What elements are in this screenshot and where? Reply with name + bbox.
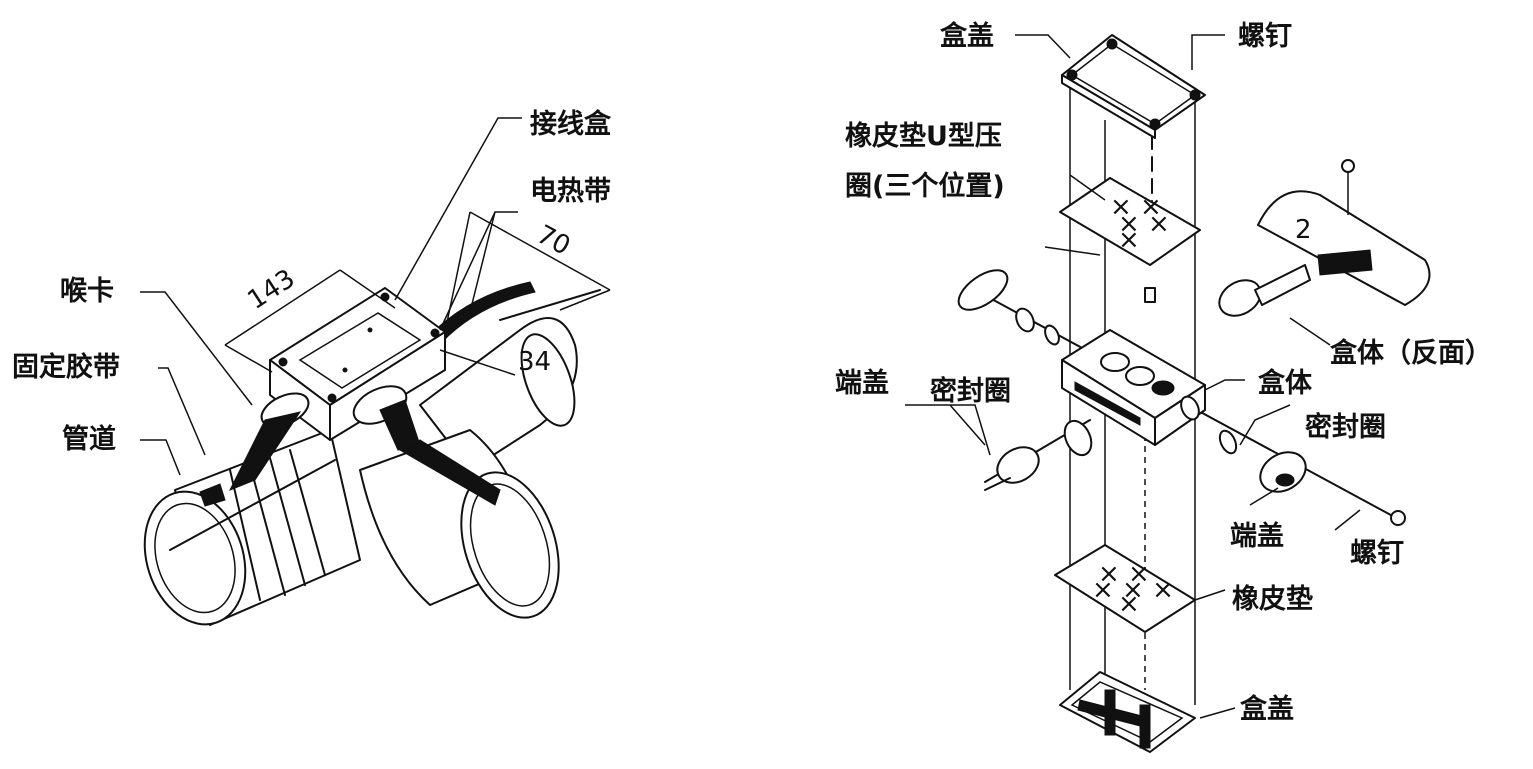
pipe-back: [419, 289, 601, 471]
rubber-pad-u-clamp: × × × × ×: [1059, 177, 1201, 303]
left-installation-figure: 143 70 34 接线盒 电热带 喉卡 固定胶带 管道: [12, 108, 612, 626]
label-clamp: 喉卡: [60, 276, 114, 307]
svg-text:× × ×: × × ×: [1092, 575, 1174, 605]
label-heating-tape: 电热带: [530, 176, 611, 207]
label-fixing-tape: 固定胶带: [12, 351, 120, 383]
dim-height: 34: [518, 347, 551, 377]
label-seal-ring-right: 密封圈: [1305, 411, 1386, 443]
label-screw-top: 螺钉: [1238, 21, 1292, 52]
pipe-left: [143, 429, 361, 626]
left-leader-lines: [140, 117, 522, 476]
label-screw-bottom: 螺钉: [1350, 538, 1404, 569]
label-rubber-pad: 橡皮垫: [1232, 583, 1313, 615]
bottom-box-cover: [1059, 671, 1196, 753]
left-bottom-end-cap: [984, 419, 1093, 491]
pipe-right: [359, 429, 560, 619]
heating-tape: [429, 281, 536, 343]
label-box-body: 盒体: [1258, 367, 1313, 399]
label-pipe: 管道: [62, 423, 116, 455]
label-end-cap-right: 端盖: [1230, 521, 1284, 552]
box-body-back: 2: [1218, 159, 1431, 317]
label-box-body-back: 盒体（反面）: [1330, 337, 1492, 369]
dim-length: 143: [242, 264, 300, 316]
top-box-cover: [1061, 34, 1206, 139]
label-rubber-pad-u-clamp-1: 橡皮垫U型压: [845, 120, 1002, 152]
svg-text:2: 2: [1295, 215, 1312, 245]
fixing-tape-line: [169, 459, 336, 551]
box-body: [1061, 329, 1206, 446]
dimension-lines: [224, 211, 611, 376]
right-end-cap: [1218, 429, 1406, 526]
hose-clamps: [199, 385, 421, 507]
svg-text:× ×: × ×: [1098, 559, 1150, 589]
left-top-end-cap: [957, 269, 1060, 346]
rubber-pad-bottom: × × × × × ×: [1054, 544, 1196, 633]
label-box-cover-bottom: 盒盖: [1240, 693, 1294, 725]
svg-text:×: ×: [1118, 225, 1140, 255]
dim-width: 70: [532, 220, 575, 262]
label-end-cap-left: 端盖: [835, 368, 889, 399]
svg-text:× ×: × ×: [1118, 209, 1170, 239]
label-box-cover-top: 盒盖: [940, 20, 994, 52]
label-seal-ring-left: 密封圈: [930, 375, 1011, 407]
label-junction-box: 接线盒: [530, 108, 612, 140]
right-exploded-figure: × × × × ×: [835, 20, 1492, 753]
svg-text:×: ×: [1118, 589, 1140, 619]
svg-text:× ×: × ×: [1110, 192, 1162, 222]
label-rubber-pad-u-clamp-2: 圈(三个位置): [845, 170, 1005, 202]
right-leader-lines: [905, 34, 1361, 719]
